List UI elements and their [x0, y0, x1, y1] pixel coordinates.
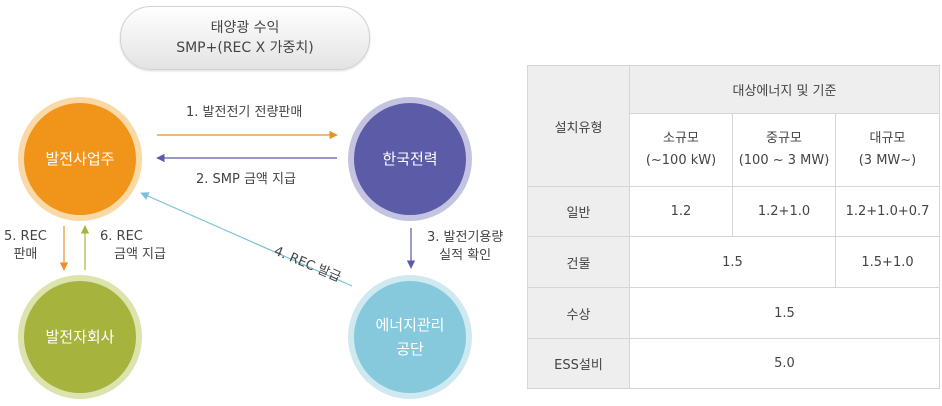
table-row: 건물 1.5 1.5+1.0 — [527, 236, 940, 288]
col-small-range: (~100 kW) — [645, 153, 717, 168]
table-row: ESS설비 5.0 — [527, 338, 940, 389]
table-header-row: 설치유형 대상에너지 및 기준 — [527, 65, 940, 187]
col-large-name: 대규모 — [869, 131, 906, 146]
col-medium-range: (100 ~ 3 MW) — [738, 153, 830, 168]
col-large-range: (3 MW~) — [858, 153, 917, 168]
col-small-name: 소규모 — [663, 131, 699, 146]
header-energy-criteria: 대상에너지 및 기준 — [629, 65, 940, 114]
flow-label-3: 3. 발전기용량 실적 확인 — [427, 229, 503, 265]
cell-floating-all: 1.5 — [629, 287, 940, 339]
row-type-ess: ESS설비 — [527, 338, 630, 389]
flow-label-6-line-1: 6. REC — [100, 229, 143, 244]
pill-line-2: SMP+(REC X 가중치) — [176, 40, 314, 56]
arrow-rec-issue — [140, 192, 353, 287]
flow-label-5-line-1: 5. REC — [4, 229, 47, 244]
header-col-large: 대규모 (3 MW~) — [835, 113, 940, 187]
flow-label-1: 1. 발전전기 전량판매 — [186, 105, 303, 120]
flow-label-5-line-2: 판매 — [13, 247, 38, 262]
cell-general-medium: 1.2+1.0 — [732, 186, 836, 237]
flow-arrows — [59, 130, 416, 287]
flow-label-3-line-2: 실적 확인 — [439, 248, 492, 263]
cell-building-large: 1.5+1.0 — [835, 236, 940, 288]
flow-label-2: 2. SMP 금액 지급 — [196, 172, 296, 187]
cell-ess-all: 5.0 — [629, 338, 940, 389]
row-type-building: 건물 — [527, 236, 630, 288]
flow-label-6: 6. REC 금액 지급 — [100, 228, 166, 264]
flow-label-5: 5. REC 판매 — [4, 228, 47, 264]
header-col-small: 소규모 (~100 kW) — [629, 113, 733, 187]
rec-weight-table-wrap: 설치유형 대상에너지 및 기준 소규모 (~100 kW) 중규모 (100 ~… — [527, 65, 940, 389]
node-kepco: 한국전력 — [348, 97, 472, 221]
table-row: 수상 1.5 — [527, 287, 940, 339]
pill-line-1: 태양광 수익 — [210, 20, 280, 36]
header-col-medium: 중규모 (100 ~ 3 MW) — [732, 113, 836, 187]
rec-flow-diagram: 태양광 수익 SMP+(REC X 가중치) 발전사업주 한국전력 — [4, 6, 503, 399]
header-install-type: 설치유형 — [527, 65, 630, 187]
revenue-formula-pill: 태양광 수익 SMP+(REC X 가중치) — [120, 6, 370, 70]
flow-label-3-line-1: 3. 발전기용량 — [427, 230, 504, 245]
row-type-general: 일반 — [527, 186, 630, 237]
cell-building-small-medium: 1.5 — [629, 236, 836, 288]
table-subheader-row: 소규모 (~100 kW) 중규모 (100 ~ 3 MW) 대규모 (3 MW… — [528, 113, 940, 187]
cell-general-large: 1.2+1.0+0.7 — [835, 186, 940, 237]
flow-label-6-line-2: 금액 지급 — [114, 247, 166, 262]
rec-weight-table: 설치유형 대상에너지 및 기준 소규모 (~100 kW) 중규모 (100 ~… — [527, 65, 940, 389]
node-subsidiary: 발전자회사 — [18, 275, 142, 399]
node-agency-line-2: 공단 — [396, 340, 424, 358]
table-row: 일반 1.2 1.2+1.0 1.2+1.0+0.7 — [527, 186, 940, 237]
row-type-floating: 수상 — [527, 287, 630, 339]
node-subsidiary-label: 발전자회사 — [45, 328, 115, 346]
node-energy-agency: 에너지관리 공단 — [348, 275, 472, 399]
node-generator-label: 발전사업주 — [45, 150, 115, 168]
col-medium-name: 중규모 — [766, 131, 802, 146]
node-agency-line-1: 에너지관리 — [375, 316, 445, 334]
cell-general-small: 1.2 — [629, 186, 733, 237]
node-generator: 발전사업주 — [18, 97, 142, 221]
node-kepco-label: 한국전력 — [382, 150, 438, 168]
